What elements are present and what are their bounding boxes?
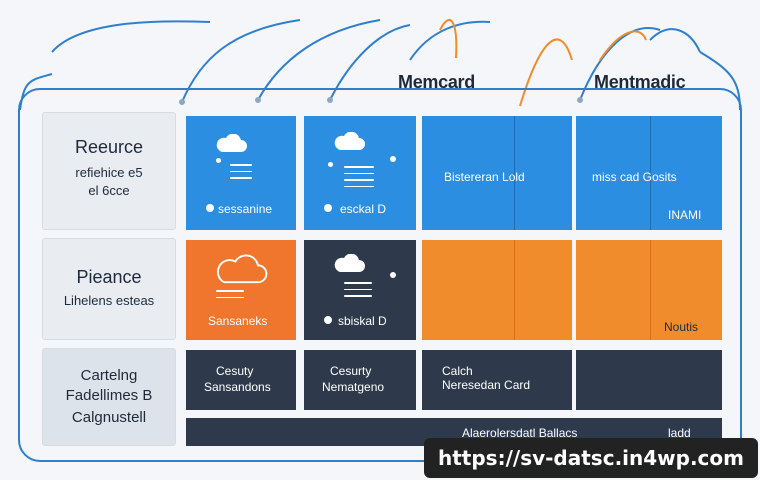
wire-node-2 (255, 97, 261, 103)
dot-icon (328, 162, 333, 167)
row3-col1-line1: Cesuty (216, 364, 254, 378)
row3-label-sub2: Calgnustell (71, 409, 147, 426)
row2-col2-cell[interactable]: sbiskal D (304, 240, 416, 340)
diagram-frame (18, 88, 742, 462)
cloud-icon (216, 134, 247, 152)
row2-span-right-bottom: Noutis (664, 320, 699, 334)
text-lines-icon (344, 166, 374, 192)
row1-col2-cell[interactable]: esckal D (304, 116, 416, 230)
row2-span-right-cell[interactable]: Noutis (576, 240, 722, 340)
row1-col2-text: esckal D (340, 202, 387, 216)
cell-divider (514, 240, 515, 340)
row3-label-sub1: Fadellimes B (65, 387, 153, 404)
cloud-icon (334, 132, 365, 150)
row1-col1-cell[interactable]: sessanine (186, 116, 296, 230)
row1-span-right-bottom: INAMI (668, 208, 702, 222)
row3-label-cell: Cartelng Fadellimes B Calgnustell (42, 348, 176, 446)
row1-label-sub2: el 6cce (88, 183, 130, 198)
dot-icon (324, 204, 332, 212)
row3-col1-line2: Sansandons (204, 380, 271, 394)
wire-8 (579, 27, 661, 101)
dot-icon (324, 316, 332, 324)
row3-col3-cell[interactable]: Calch Neresedan Card (422, 350, 572, 410)
wire-node-1 (179, 99, 185, 105)
text-lines-icon (216, 290, 244, 303)
text-lines-icon (230, 164, 252, 184)
wire-node-4 (577, 97, 583, 103)
url-watermark: https://sv-datsc.in4wp.com (424, 438, 758, 478)
row2-col1-text: Sansaneks (208, 314, 268, 328)
cloud-icon (334, 254, 365, 272)
wire-5 (409, 20, 491, 61)
dot-icon (216, 158, 221, 163)
footer-bar-right-text: ladd (668, 426, 691, 440)
wire-1 (51, 20, 211, 53)
wire-6 (439, 18, 458, 59)
dot-icon (206, 204, 214, 212)
dot-icon (390, 272, 396, 278)
row3-col4-cell[interactable] (576, 350, 722, 410)
cell-divider (650, 116, 651, 230)
row3-col3-line2: Neresedan Card (442, 378, 531, 392)
row1-span-right-cell[interactable]: miss cad Gosits INAMI (576, 116, 722, 230)
dot-icon (390, 156, 396, 162)
wire-9 (599, 30, 647, 61)
row1-span-left-text: Bistereran Lold (444, 170, 525, 184)
wire-7 (519, 38, 573, 107)
row2-label-sub1: Lihelens esteas (63, 293, 155, 308)
footer-bar-left-text: Alaerolersdatl Ballacs (462, 426, 578, 440)
row2-label-cell: Pieance Lihelens esteas (42, 238, 176, 340)
row3-label-title: Cartelng (80, 367, 138, 384)
row2-col1-cell[interactable]: Sansaneks (186, 240, 296, 340)
wire-4 (329, 24, 411, 101)
row3-col3-line1: Calch (442, 364, 473, 378)
row3-col1-cell[interactable]: Cesuty Sansandons (186, 350, 296, 410)
wire-3 (257, 19, 381, 101)
row1-col1-text: sessanine (218, 202, 273, 216)
row2-span-left-cell[interactable] (422, 240, 572, 340)
cloud-icon (217, 254, 268, 284)
text-lines-icon (344, 282, 372, 302)
row3-col2-line2: Nematgeno (322, 380, 385, 394)
row2-label-title: Pieance (76, 267, 142, 287)
row2-col2-text: sbiskal D (338, 314, 387, 328)
row1-span-right-text: miss cad Gosits (592, 170, 677, 184)
row1-span-left-cell[interactable]: Bistereran Lold (422, 116, 572, 230)
heading-left: Memcard (398, 72, 475, 92)
row3-col2-cell[interactable]: Cesurty Nematgeno (304, 350, 416, 410)
row3-col2-line1: Cesurty (330, 364, 372, 378)
cell-divider (514, 116, 515, 230)
row1-label-cell: Reeurce refiehice e5 el 6cce (42, 112, 176, 230)
row1-label-sub1: refiehice e5 (75, 165, 143, 180)
wire-node-3 (327, 97, 333, 103)
cell-divider (650, 240, 651, 340)
row1-label-title: Reeurce (74, 137, 144, 157)
wire-10 (649, 28, 701, 53)
heading-right: Mentmadic (594, 72, 686, 92)
